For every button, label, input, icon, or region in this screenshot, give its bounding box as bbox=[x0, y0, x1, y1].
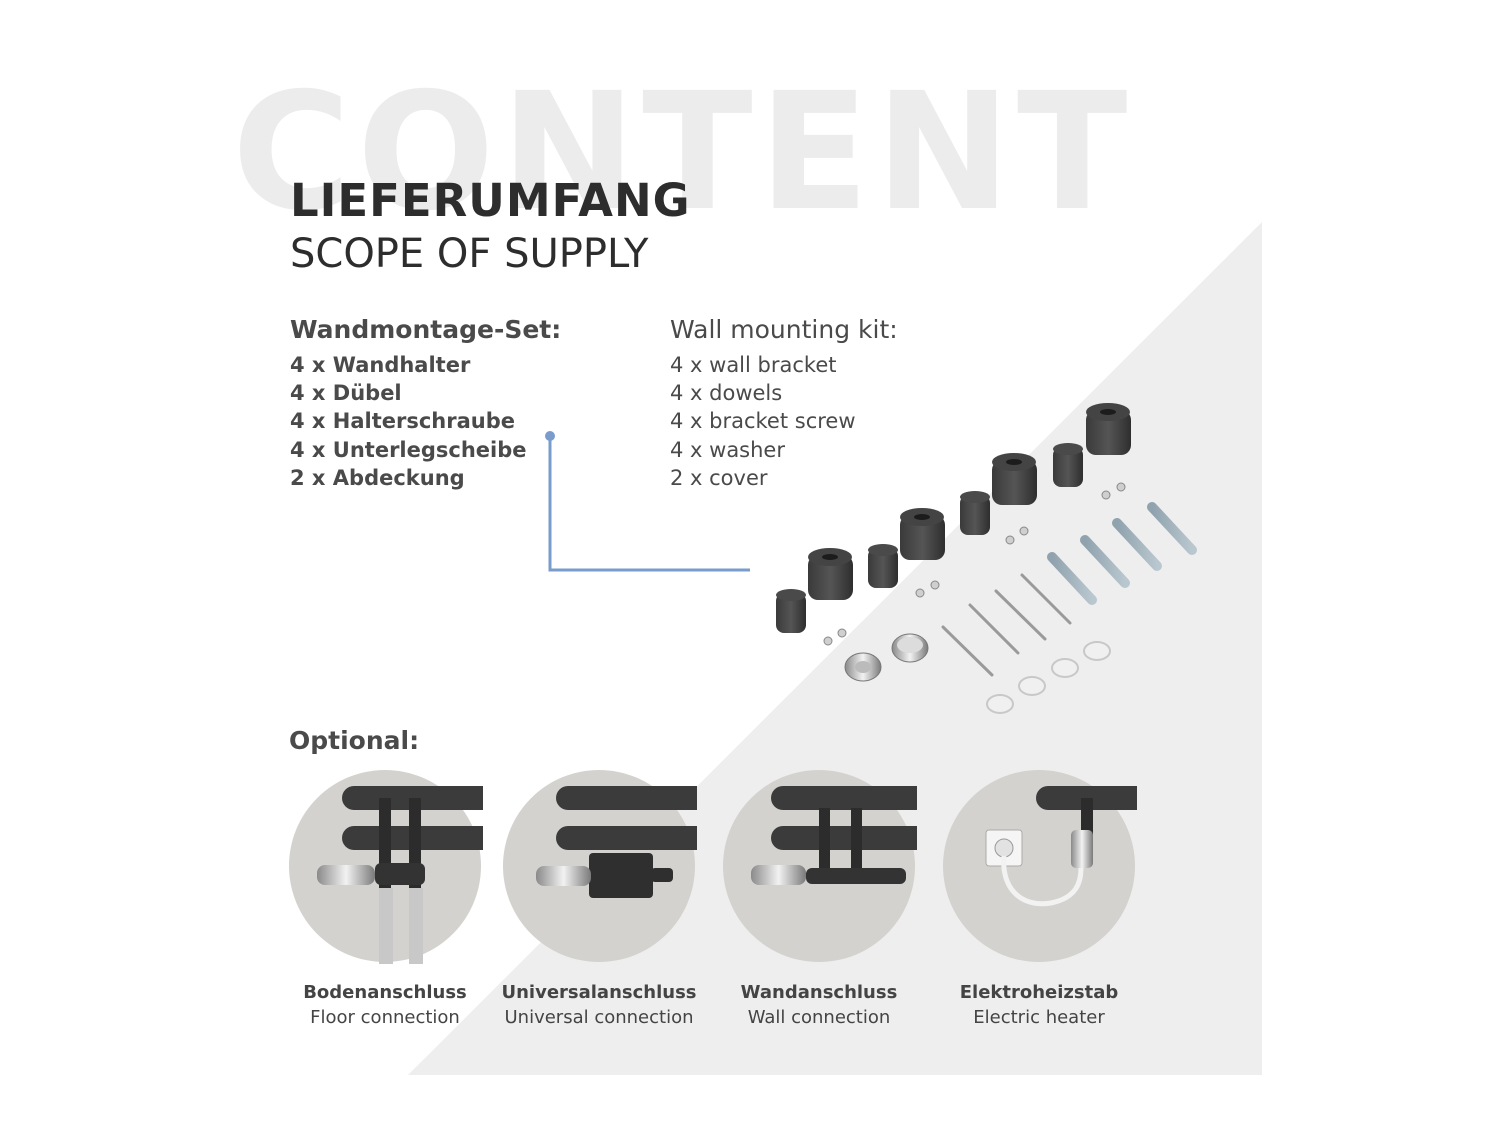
electric-heater-image bbox=[943, 770, 1137, 962]
wall-bracket-icon bbox=[808, 403, 1131, 600]
option-label-en: Wall connection bbox=[747, 1007, 891, 1028]
option-label-de: Wandanschluss bbox=[740, 982, 898, 1003]
list-item: 2 x Abdeckung bbox=[290, 465, 465, 490]
wall-connection-image bbox=[723, 770, 917, 962]
title-english: SCOPE OF SUPPLY bbox=[290, 231, 649, 277]
washer-icon bbox=[986, 641, 1111, 714]
option-label-de: Universalanschluss bbox=[501, 982, 697, 1003]
list-item: 2 x cover bbox=[670, 465, 768, 490]
wall-kit-list-en: 4 x wall bracket 4 x dowels 4 x bracket … bbox=[670, 351, 856, 492]
option-electric-heater: Elektroheizstab Electric heater bbox=[919, 768, 1159, 1028]
option-label-en: Electric heater bbox=[973, 1007, 1105, 1028]
option-wall-connection: Wandanschluss Wall connection bbox=[699, 768, 939, 1028]
list-item: 4 x Dübel bbox=[290, 381, 402, 406]
dowel-icon bbox=[1047, 502, 1197, 605]
option-universal-connection: Universalanschluss Universal connection bbox=[479, 768, 719, 1028]
universal-connection-image bbox=[503, 770, 697, 962]
small-screw-icon bbox=[823, 482, 1126, 646]
list-item: 4 x wall bracket bbox=[670, 353, 837, 377]
watermark-text: CONTENT bbox=[232, 59, 1134, 247]
connector-line bbox=[545, 431, 750, 572]
wall-kit-heading-en: Wall mounting kit: bbox=[670, 315, 898, 344]
wall-kit-list-de: 4 x Wandhalter 4 x Dübel 4 x Halterschra… bbox=[290, 351, 527, 492]
list-item: 4 x Unterlegscheibe bbox=[290, 437, 527, 462]
list-item: 4 x Wandhalter bbox=[290, 353, 471, 377]
mounting-kit-illustration bbox=[776, 403, 1197, 714]
option-label-en: Universal connection bbox=[504, 1007, 694, 1028]
option-label-de: Bodenanschluss bbox=[303, 982, 467, 1003]
option-label-en: Floor connection bbox=[310, 1007, 460, 1028]
list-item: 4 x washer bbox=[670, 437, 785, 462]
title-german: LIEFERUMFANG bbox=[290, 174, 691, 227]
list-item: 4 x bracket screw bbox=[670, 409, 856, 434]
floor-connection-image bbox=[289, 770, 483, 964]
spacer-icon bbox=[776, 443, 1083, 633]
wall-kit-heading-de: Wandmontage-Set: bbox=[290, 315, 562, 344]
cover-icon bbox=[844, 633, 929, 682]
option-floor-connection: Bodenanschluss Floor connection bbox=[265, 768, 505, 1028]
list-item: 4 x Halterschraube bbox=[290, 409, 516, 434]
bracket-screw-icon bbox=[941, 573, 1072, 677]
optional-heading: Optional: bbox=[289, 726, 420, 755]
option-label-de: Elektroheizstab bbox=[959, 982, 1119, 1003]
list-item: 4 x dowels bbox=[670, 381, 783, 406]
